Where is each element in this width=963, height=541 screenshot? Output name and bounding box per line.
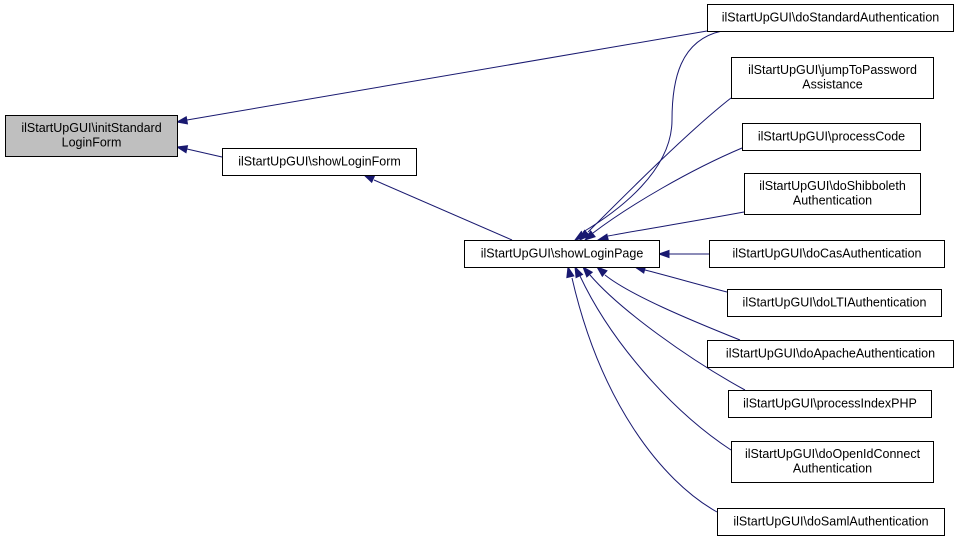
- node-showLoginPage[interactable]: ilStartUpGUI\showLoginPage: [464, 240, 660, 268]
- edge-line: [589, 274, 746, 391]
- node-processIndexPHP[interactable]: ilStartUpGUI\processIndexPHP: [728, 390, 932, 418]
- node-doApacheAuthentication[interactable]: ilStartUpGUI\doApacheAuthentication: [707, 340, 954, 368]
- node-doCasAuthentication[interactable]: ilStartUpGUI\doCasAuthentication: [709, 240, 945, 268]
- edge-arrowhead: [578, 229, 591, 242]
- node-doOpenIdConnectAuthentication[interactable]: ilStartUpGUI\doOpenIdConnectAuthenticati…: [731, 441, 934, 483]
- node-showLoginForm[interactable]: ilStartUpGUI\showLoginForm: [222, 148, 417, 176]
- node-box: [717, 508, 945, 536]
- node-label: ilStartUpGUI\doLTIAuthentication: [743, 295, 927, 309]
- node-label: Assistance: [802, 78, 862, 92]
- edge-line: [604, 274, 741, 341]
- node-box: [731, 57, 934, 99]
- edge-line: [592, 147, 743, 234]
- node-label: ilStartUpGUI\jumpToPassword: [748, 63, 917, 77]
- edge-arrowhead: [582, 265, 594, 278]
- node-label: LoginForm: [62, 136, 122, 150]
- node-processCode[interactable]: ilStartUpGUI\processCode: [742, 123, 921, 151]
- node-label: ilStartUpGUI\showLoginForm: [238, 154, 401, 168]
- edge-arrowhead: [566, 265, 575, 279]
- node-box: [464, 240, 660, 268]
- nodes-layer: ilStartUpGUI\initStandardLoginFormilStar…: [5, 4, 954, 536]
- edge-doStandardAuthentication-to-initStandardLoginForm: [175, 30, 708, 125]
- edge-doCasAuthentication-to-showLoginPage: [657, 249, 709, 259]
- edge-doSamlAuthentication-to-showLoginPage: [566, 265, 718, 513]
- node-label: ilStartUpGUI\doCasAuthentication: [733, 246, 922, 260]
- edge-line: [607, 211, 745, 237]
- node-label: ilStartUpGUI\doOpenIdConnect: [745, 447, 921, 461]
- node-label: ilStartUpGUI\doApacheAuthentication: [726, 346, 935, 360]
- edge-line: [579, 275, 732, 451]
- node-label: ilStartUpGUI\processCode: [758, 129, 905, 143]
- node-label: ilStartUpGUI\doStandardAuthentication: [722, 10, 940, 24]
- edge-line: [186, 148, 223, 158]
- edge-line: [373, 179, 513, 241]
- edge-arrowhead: [583, 230, 596, 241]
- node-label: ilStartUpGUI\doShibboleth: [759, 179, 906, 193]
- edge-processCode-to-showLoginPage: [583, 147, 743, 241]
- node-label: Authentication: [793, 462, 872, 476]
- node-box: [5, 115, 178, 157]
- node-doSamlAuthentication[interactable]: ilStartUpGUI\doSamlAuthentication: [717, 508, 945, 536]
- edges-layer: [175, 30, 746, 513]
- node-box: [731, 441, 934, 483]
- node-box: [744, 173, 921, 215]
- edge-line: [582, 30, 723, 233]
- edge-showLoginPage-to-showLoginForm: [362, 174, 513, 241]
- edge-arrowhead: [362, 174, 376, 184]
- node-box: [727, 289, 942, 317]
- node-label: ilStartUpGUI\showLoginPage: [481, 246, 644, 260]
- edge-arrowhead: [175, 115, 189, 125]
- node-label: ilStartUpGUI\processIndexPHP: [743, 396, 917, 410]
- node-box: [222, 148, 417, 176]
- edge-doOpenIdConnectAuthentication-to-showLoginPage: [574, 265, 732, 451]
- edge-doLTIAuthentication-to-showLoginPage: [633, 265, 728, 293]
- node-doStandardAuthentication[interactable]: ilStartUpGUI\doStandardAuthentication: [707, 4, 954, 32]
- edge-line: [571, 277, 718, 513]
- edge-arrowhead: [657, 249, 670, 259]
- node-label: Authentication: [793, 194, 872, 208]
- node-box: [742, 123, 921, 151]
- node-box: [709, 240, 945, 268]
- edge-doStandardAuthentication-to-showLoginPage: [573, 30, 723, 241]
- node-doLTIAuthentication[interactable]: ilStartUpGUI\doLTIAuthentication: [727, 289, 942, 317]
- edge-doApacheAuthentication-to-showLoginPage: [595, 266, 741, 341]
- node-label: ilStartUpGUI\doSamlAuthentication: [733, 514, 928, 528]
- edge-arrowhead: [595, 266, 608, 278]
- node-box: [728, 390, 932, 418]
- edge-jumpToPasswordAssistance-to-showLoginPage: [578, 97, 732, 242]
- node-box: [707, 4, 954, 32]
- edge-arrowhead: [175, 145, 189, 154]
- edge-line: [587, 97, 732, 233]
- edge-processIndexPHP-to-showLoginPage: [582, 265, 746, 391]
- edge-line: [186, 30, 708, 121]
- node-box: [707, 340, 954, 368]
- edge-arrowhead: [574, 265, 584, 279]
- edge-showLoginForm-to-initStandardLoginForm: [175, 145, 223, 158]
- node-label: ilStartUpGUI\initStandard: [21, 121, 161, 135]
- edge-line: [644, 269, 728, 293]
- edge-doShibbolethAuthentication-to-showLoginPage: [596, 211, 745, 242]
